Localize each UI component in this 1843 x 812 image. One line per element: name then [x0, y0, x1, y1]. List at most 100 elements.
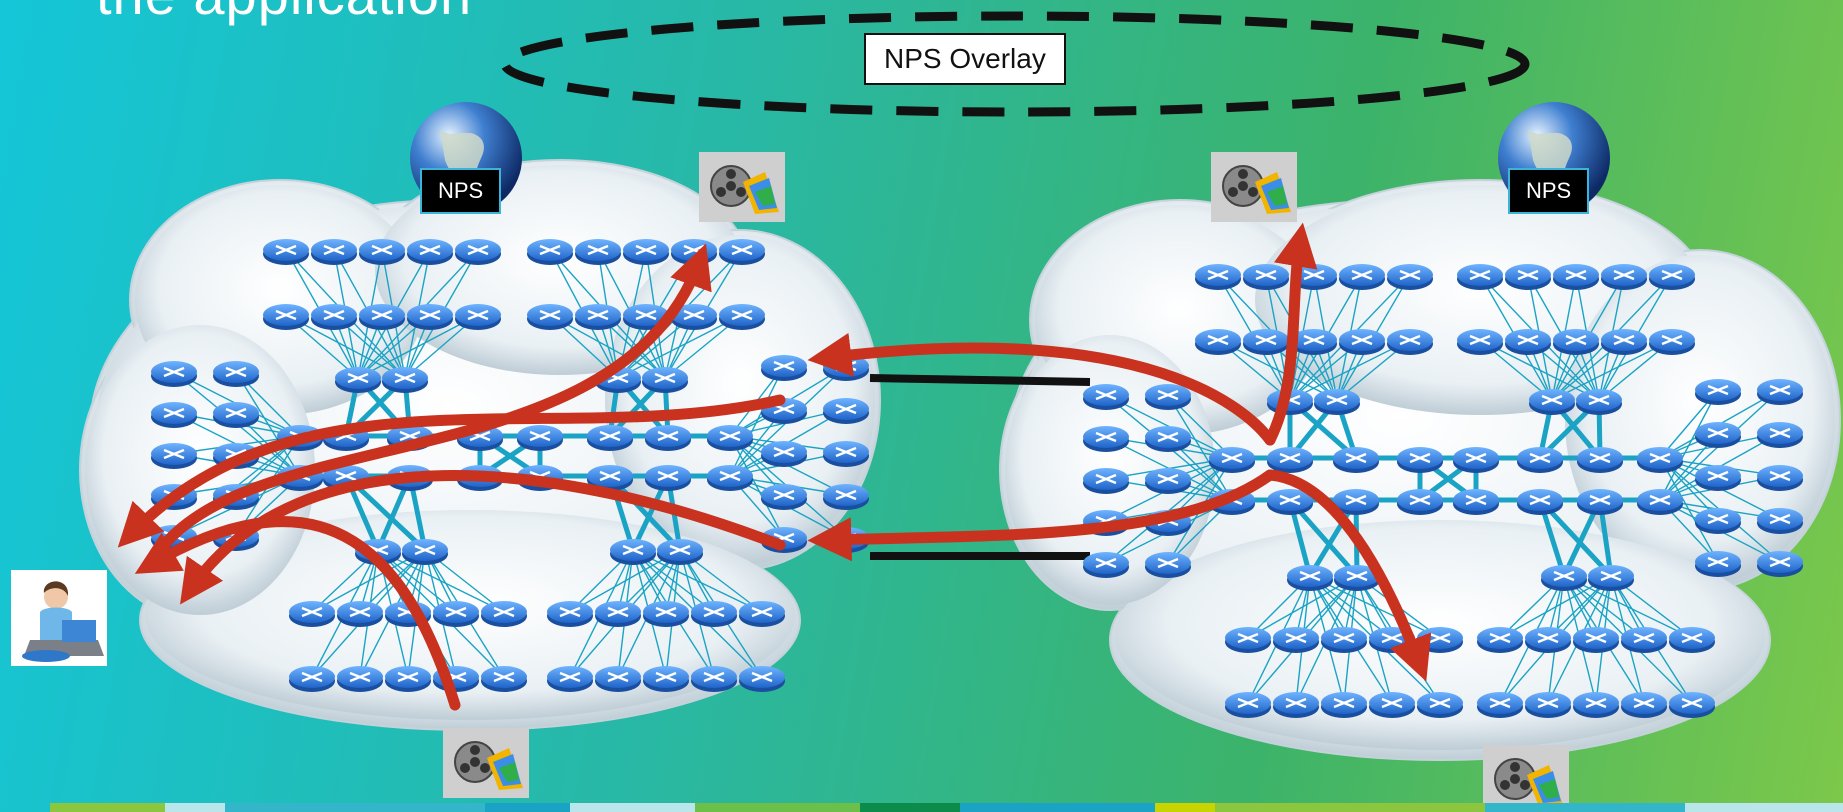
path-arrow	[807, 332, 1276, 446]
router-icon	[1599, 262, 1649, 292]
router-icon	[405, 237, 455, 267]
slide-title: the application	[96, 0, 472, 27]
path-arrow	[134, 516, 461, 711]
router-icon	[1755, 506, 1805, 536]
router-icon	[1693, 506, 1743, 536]
router-icon	[821, 482, 871, 512]
path-arrow	[117, 394, 786, 548]
path-arrow	[807, 469, 1276, 562]
stripe-segment	[50, 803, 165, 812]
router-icon	[1451, 445, 1501, 475]
router-icon	[1755, 420, 1805, 450]
router-icon	[287, 599, 337, 629]
router-icon	[1523, 690, 1573, 720]
router-icon	[641, 664, 691, 694]
nps-overlay-ring	[500, 11, 1530, 117]
router-icon	[479, 599, 529, 629]
router-icon	[1515, 445, 1565, 475]
data-path-arrows	[117, 222, 1432, 711]
media-reel-icon	[442, 727, 530, 799]
router-icon	[1503, 327, 1553, 357]
stripe-segment	[960, 803, 1155, 812]
router-icon	[1503, 262, 1553, 292]
nps-node-label-left: NPS	[420, 168, 502, 214]
stripe-segment	[860, 803, 960, 812]
router-icon	[1285, 563, 1335, 593]
router-icon	[431, 599, 481, 629]
router-icon	[737, 599, 787, 629]
router-icon	[1693, 420, 1743, 450]
router-icon	[1271, 625, 1321, 655]
router-icon	[1143, 550, 1193, 580]
router-icon	[1385, 327, 1435, 357]
router-icon	[1647, 262, 1697, 292]
router-icon	[1241, 262, 1291, 292]
router-icon	[525, 302, 575, 332]
router-icon	[261, 302, 311, 332]
inter-cloud-links	[869, 374, 1091, 560]
router-icon	[1667, 690, 1717, 720]
router-icon	[1081, 550, 1131, 580]
router-icon	[1193, 262, 1243, 292]
router-icon	[585, 423, 635, 453]
router-icon	[643, 423, 693, 453]
router-icon	[737, 664, 787, 694]
router-icon	[1635, 487, 1685, 517]
router-icon	[621, 237, 671, 267]
router-icon	[1312, 387, 1362, 417]
path-arrow	[1264, 222, 1318, 446]
router-icon	[287, 664, 337, 694]
router-icon	[593, 599, 643, 629]
router-icon	[1337, 327, 1387, 357]
router-icon	[1337, 262, 1387, 292]
router-icon	[383, 664, 433, 694]
router-icon	[261, 237, 311, 267]
user-at-laptop-icon	[11, 570, 107, 666]
router-icon	[1523, 625, 1573, 655]
router-icon	[515, 423, 565, 453]
router-icon	[608, 537, 658, 567]
router-icon	[1475, 690, 1525, 720]
router-icon	[1571, 625, 1621, 655]
router-icon	[149, 359, 199, 389]
router-icon	[655, 537, 705, 567]
stripe-segment	[695, 803, 860, 812]
router-icon	[821, 439, 871, 469]
router-icon	[453, 302, 503, 332]
router-icon	[1223, 625, 1273, 655]
router-icon	[1207, 445, 1257, 475]
router-icon	[1586, 563, 1636, 593]
media-reel-icon	[698, 151, 786, 223]
router-icon	[1385, 262, 1435, 292]
router-icon	[573, 237, 623, 267]
router-icon	[1395, 445, 1445, 475]
router-icon	[1223, 690, 1273, 720]
router-icon	[1693, 549, 1743, 579]
router-icon	[1455, 327, 1505, 357]
path-arrow	[154, 243, 712, 556]
router-icon	[1143, 466, 1193, 496]
router-icon	[717, 302, 767, 332]
router-icon	[1551, 327, 1601, 357]
router-icon	[1319, 625, 1369, 655]
router-icon	[1647, 327, 1697, 357]
router-icon	[545, 664, 595, 694]
router-icon	[1539, 563, 1589, 593]
router-icon	[1193, 327, 1243, 357]
footer-color-stripe	[50, 803, 1843, 812]
stripe-segment	[1685, 803, 1843, 812]
media-reel-icon	[1482, 744, 1570, 812]
path-arrow	[180, 470, 786, 605]
router-icon	[1575, 487, 1625, 517]
router-icon	[1755, 377, 1805, 407]
router-icon	[211, 400, 261, 430]
router-icon	[821, 396, 871, 426]
router-icon	[1271, 690, 1321, 720]
router-icon	[525, 237, 575, 267]
router-icon	[1319, 690, 1369, 720]
router-icon	[689, 599, 739, 629]
router-icon	[641, 599, 691, 629]
stripe-segment	[1155, 803, 1215, 812]
